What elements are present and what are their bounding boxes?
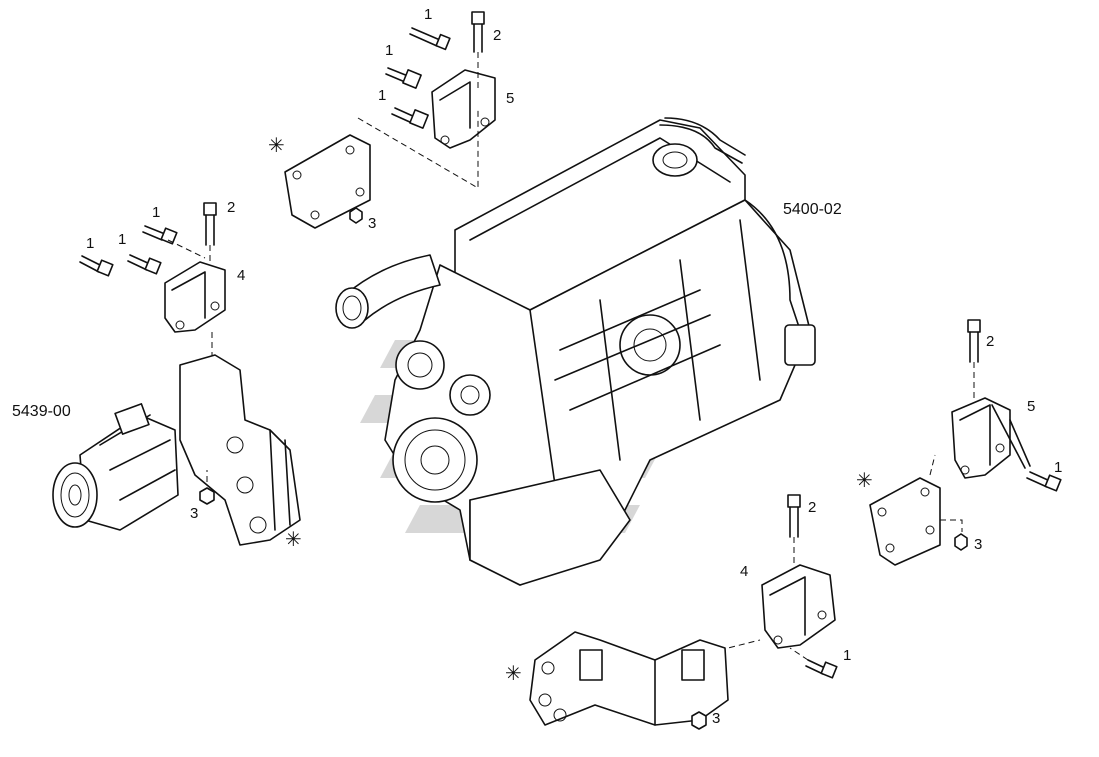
bolt-top-1c <box>391 107 429 129</box>
bolt-right-1 <box>1026 471 1062 492</box>
mount-bracket-right-5 <box>951 397 1011 479</box>
engine-reference-label: 5400-02 <box>783 201 842 218</box>
callout-bottom-nut-3: 3 <box>712 710 720 727</box>
mount-bracket-top-5 <box>431 69 496 149</box>
callout-top-long-bolt-2: 2 <box>493 27 501 44</box>
callout-right-mount-5: 5 <box>1027 398 1035 415</box>
bolt-left-1a <box>142 225 178 245</box>
front-mount-bottom-assembly <box>529 494 838 730</box>
callout-left-long-bolt-2: 2 <box>227 199 235 216</box>
callout-top-bolt-1b: 1 <box>385 42 393 59</box>
long-bolt-bottom-2 <box>787 494 801 538</box>
callout-top-bolt-1c: 1 <box>378 87 386 104</box>
bolt-top-1a <box>409 27 451 51</box>
compressor-reference-label: 5439-00 <box>12 403 71 420</box>
nut-left-3 <box>199 487 215 505</box>
mount-bracket-left-4 <box>164 261 226 333</box>
mark-bottom: ✳ <box>505 661 522 685</box>
mount-plate-right <box>869 477 941 566</box>
callout-right-nut-3: 3 <box>974 536 982 553</box>
mark-top: ✳ <box>268 133 285 157</box>
long-bolt-left-2 <box>203 202 217 246</box>
nut-right-3 <box>954 533 968 551</box>
nut-bottom-3 <box>691 711 707 730</box>
callout-top-mount-5: 5 <box>506 90 514 107</box>
callout-top-bolt-1a: 1 <box>424 6 432 23</box>
mark-left: ✳ <box>285 527 302 551</box>
callout-left-bolt-1c: 1 <box>118 231 126 248</box>
engine-bracket-left <box>179 354 301 546</box>
bolt-top-1b <box>385 67 422 89</box>
mount-bracket-bottom-4 <box>761 564 836 649</box>
long-bolt-top-2 <box>471 11 485 53</box>
ac-compressor <box>52 403 179 531</box>
mount-plate-top <box>284 134 371 229</box>
callout-bottom-bolt-1: 1 <box>843 647 851 664</box>
engine-block <box>335 117 816 586</box>
bolt-bottom-1 <box>805 659 838 679</box>
rear-mount-right-assembly <box>869 319 1062 566</box>
long-bolt-right-2 <box>967 319 981 363</box>
callout-left-bolt-1a: 1 <box>152 204 160 221</box>
callout-bottom-long-bolt-2: 2 <box>808 499 816 516</box>
mark-right: ✳ <box>856 468 873 492</box>
bolt-left-1b <box>79 255 114 277</box>
callout-top-nut-3: 3 <box>368 215 376 232</box>
nut-top-3 <box>349 207 363 224</box>
bolt-left-1c <box>127 254 162 275</box>
front-mount-left-assembly <box>79 202 301 546</box>
callout-right-bolt-1: 1 <box>1054 459 1062 476</box>
rear-mount-top-assembly <box>284 11 496 229</box>
callout-left-mount-4: 4 <box>237 267 245 284</box>
callout-left-nut-3: 3 <box>190 505 198 522</box>
callout-left-bolt-1b: 1 <box>86 235 94 252</box>
callout-bottom-mount-4: 4 <box>740 563 748 580</box>
callout-right-long-bolt-2: 2 <box>986 333 994 350</box>
